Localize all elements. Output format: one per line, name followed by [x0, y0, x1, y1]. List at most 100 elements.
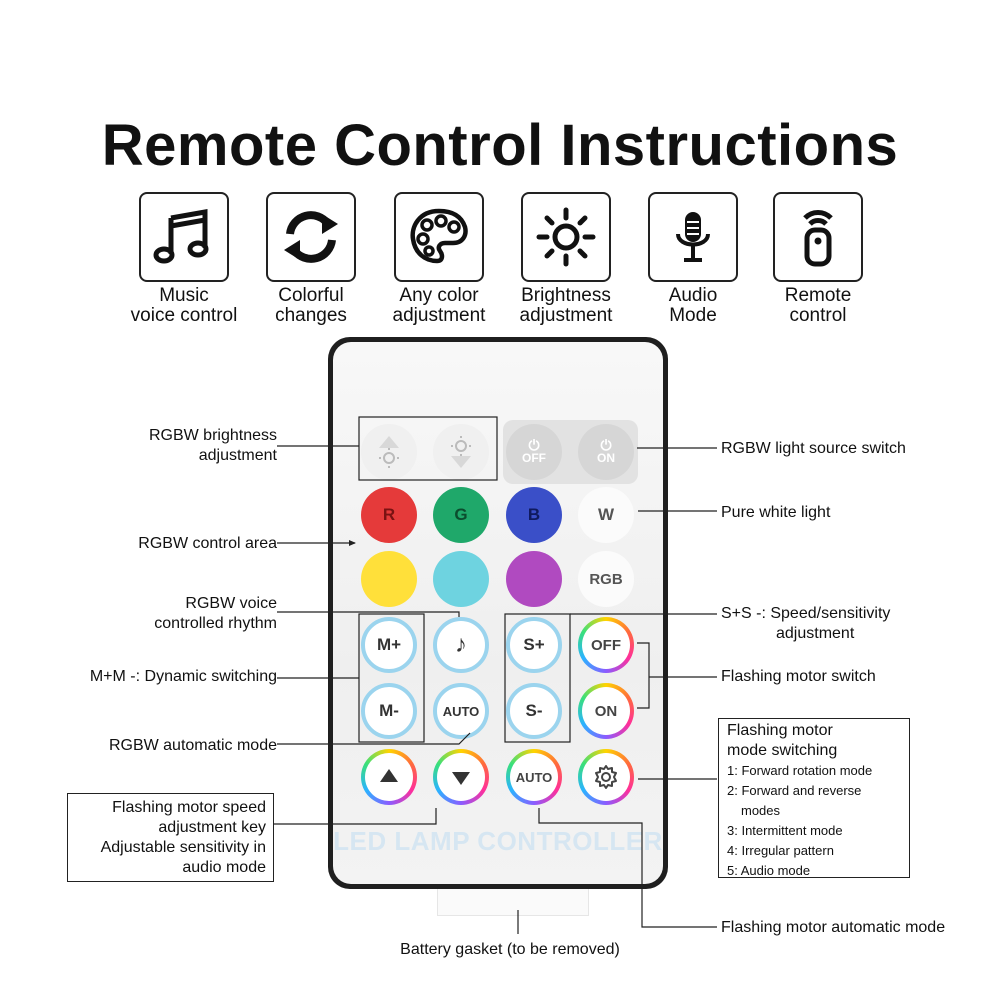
feature-label-line2: control [789, 305, 847, 326]
mode-item: 1: Forward rotation mode [727, 763, 873, 778]
arrow-down-icon [452, 772, 470, 785]
feature-label-line1: Brightness [521, 285, 611, 306]
battery-gasket [437, 889, 589, 916]
callout-brightness-line2: adjustment [198, 447, 277, 464]
mode-item: modes [741, 803, 781, 818]
callout-battery-gasket: Battery gasket (to be removed) [400, 941, 620, 958]
auto-mode-button[interactable]: AUTO [433, 683, 489, 739]
arrow-up-icon [380, 769, 398, 782]
music-note-icon: ♪ [455, 631, 467, 658]
music-button[interactable]: ♪ [433, 617, 489, 673]
callout-speed-sensitivity: S+S -: Speed/sensitivity adjustment [721, 604, 890, 644]
callout-motor-mode-box: Flashing motor mode switching 1: Forward… [718, 718, 910, 878]
white-button[interactable]: W [578, 487, 634, 543]
feature-label-line2: adjustment [392, 305, 486, 326]
motor-on-button[interactable]: ON [578, 683, 634, 739]
callout-brightness-line1: RGBW brightness [148, 427, 277, 444]
rgbw-off-button[interactable]: ⏻ OFF [506, 424, 562, 480]
feature-label-line2: Mode [669, 305, 717, 326]
callout-voice-rhythm: RGBW voice controlled rhythm [100, 594, 277, 634]
callout-voice-line1: RGBW voice [185, 595, 277, 612]
callout-ss-line1: S+S -: Speed/sensitivity [721, 605, 891, 622]
mode-plus-label: M+ [376, 635, 402, 654]
speed-minus-button[interactable]: S- [506, 683, 562, 739]
motor-auto-label: AUTO [515, 769, 553, 785]
blue-label: B [527, 505, 541, 524]
blue-button[interactable]: B [506, 487, 562, 543]
callout-mode-title2: mode switching [727, 742, 838, 759]
motor-on-label: ON [594, 702, 618, 720]
refresh-cycle-icon [284, 211, 338, 263]
brand-label: LED LAMP CONTROLLER [333, 826, 663, 856]
callout-ss-line2: adjustment [776, 625, 855, 642]
remote-icon [803, 210, 833, 267]
motor-speed-up-button[interactable] [361, 749, 417, 805]
callout-speed-line2: adjustment key [158, 819, 266, 836]
callout-automatic-mode: RGBW automatic mode [108, 737, 277, 754]
mode-minus-button[interactable]: M- [361, 683, 417, 739]
feature-label-line2: adjustment [519, 305, 613, 326]
motor-speed-down-button[interactable] [433, 749, 489, 805]
rgb-label: RGB [589, 570, 623, 588]
brightness-down-button[interactable] [433, 424, 489, 480]
gear-icon [595, 765, 617, 789]
callout-motor-speed-box: Flashing motor speed adjustment key Adju… [67, 793, 274, 882]
motor-auto-button[interactable]: AUTO [506, 749, 562, 805]
callout-speed-line3: Adjustable sensitivity in [100, 839, 266, 856]
green-label: G [454, 505, 468, 524]
brightness-down-icon [451, 436, 471, 468]
callout-mode-title1: Flashing motor [727, 722, 833, 739]
white-label: W [597, 505, 615, 524]
speed-plus-button[interactable]: S+ [506, 617, 562, 673]
callout-pure-white: Pure white light [721, 504, 831, 521]
feature-label-line2: changes [275, 305, 347, 326]
callout-voice-line2: controlled rhythm [154, 615, 277, 632]
mode-item: 2: Forward and reverse [727, 783, 862, 798]
mode-list: 1: Forward rotation mode 2: Forward and … [727, 761, 872, 881]
rgb-button[interactable]: RGB [578, 551, 634, 607]
page-title: Remote Control Instructions [101, 113, 899, 178]
motor-off-label: OFF [591, 636, 621, 654]
rgbw-on-button[interactable]: ⏻ ON [578, 424, 634, 480]
callout-motor-automatic: Flashing motor automatic mode [721, 919, 946, 936]
brightness-up-button[interactable] [361, 424, 417, 480]
brightness-up-icon [379, 436, 399, 468]
power-icon: ⏻ [528, 437, 540, 453]
feature-label-line1: Music [159, 285, 209, 306]
callout-speed-line4: audio mode [182, 859, 266, 876]
mode-item: 3: Intermittent mode [727, 823, 843, 838]
feature-label-line1: Audio [668, 285, 718, 306]
mode-item: 5: Audio mode [727, 863, 811, 878]
motor-mode-button[interactable] [578, 749, 634, 805]
callout-light-source-switch: RGBW light source switch [721, 440, 906, 457]
callout-speed-line1: Flashing motor speed [112, 799, 266, 816]
microphone-icon [676, 212, 710, 262]
feature-label-line1: Any color [399, 285, 479, 306]
auto-mode-label: AUTO [442, 703, 480, 719]
green-button[interactable]: G [433, 487, 489, 543]
mode-minus-label: M- [379, 701, 399, 720]
mode-plus-button[interactable]: M+ [361, 617, 417, 673]
cyan-button[interactable] [433, 551, 489, 607]
sun-icon [536, 207, 596, 267]
rgbw-off-label: OFF [522, 451, 546, 465]
rgbw-on-label: ON [597, 451, 615, 465]
callout-motor-switch: Flashing motor switch [721, 668, 876, 685]
yellow-button[interactable] [361, 551, 417, 607]
red-label: R [382, 505, 396, 524]
mode-item: 4: Irregular pattern [727, 843, 834, 858]
feature-label-line1: Remote [784, 285, 852, 306]
power-icon: ⏻ [600, 437, 612, 453]
callout-dynamic-switching: M+M -: Dynamic switching [89, 668, 277, 685]
red-button[interactable]: R [361, 487, 417, 543]
speed-minus-label: S- [525, 701, 543, 720]
callout-control-area: RGBW control area [138, 535, 277, 552]
feature-label-line2: voice control [130, 305, 238, 326]
purple-button[interactable] [506, 551, 562, 607]
motor-off-button[interactable]: OFF [578, 617, 634, 673]
